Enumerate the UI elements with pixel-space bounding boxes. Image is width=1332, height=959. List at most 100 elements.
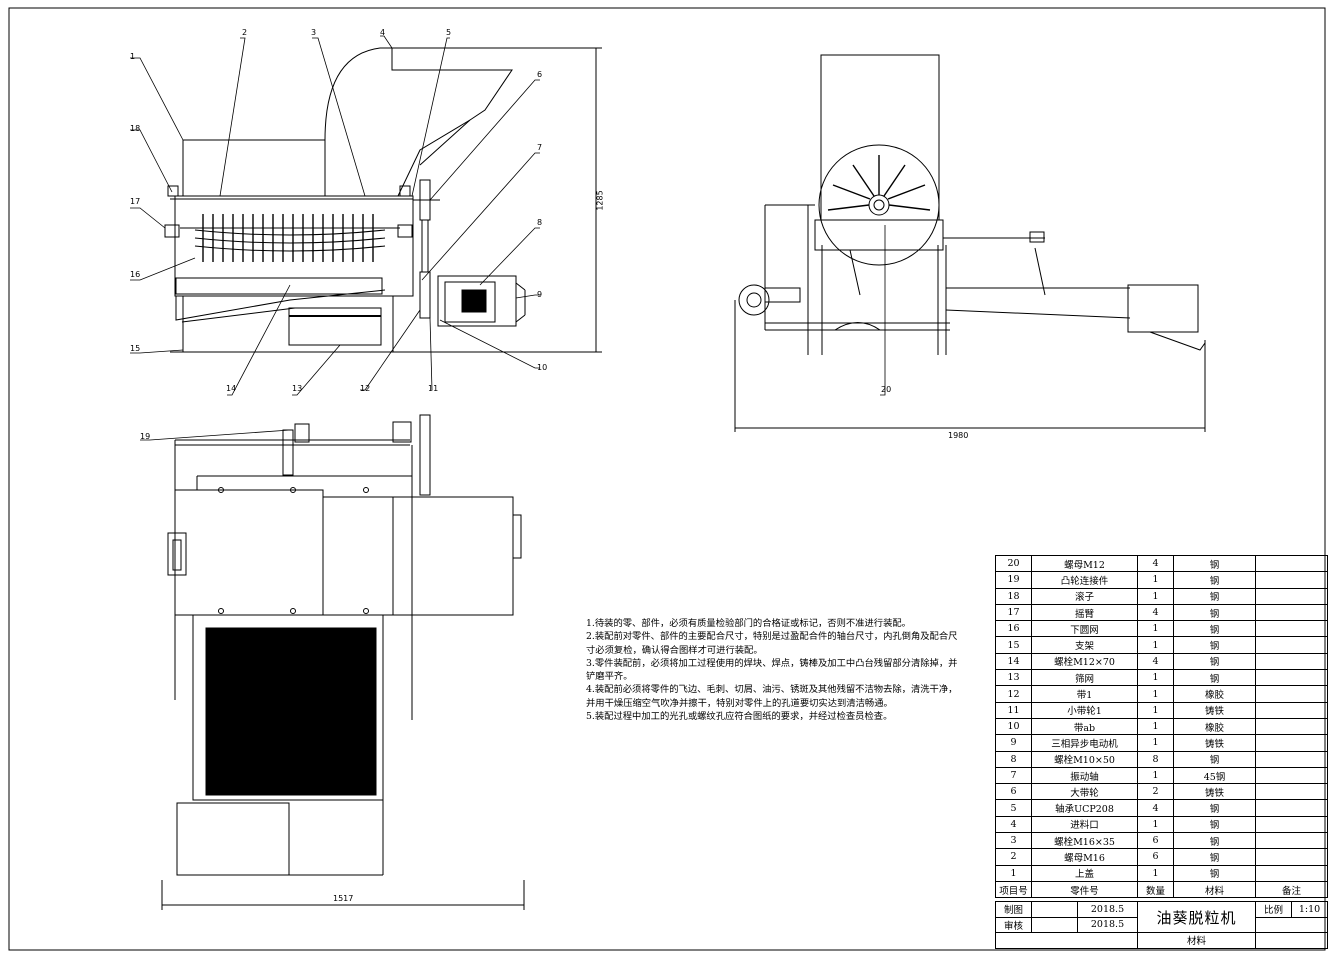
parts-list-cell-qty: 8 [1137,750,1174,768]
parts-list-header: 项目号 零件号 数量 材料 备注 [995,880,1328,899]
parts-list-cell-note [1255,864,1328,882]
callout-4: 4 [380,28,386,37]
callout-9: 9 [537,290,543,299]
parts-list-cell-no: 11 [995,701,1032,719]
header-no: 项目号 [995,880,1032,899]
note-1: 1.待装的零、部件，必须有质量检验部门的合格证或标记，否则不准进行装配。 [586,618,911,629]
parts-list-cell-material: 钢 [1173,799,1256,817]
callout-20: 20 [881,385,892,394]
header-name: 零件号 [1031,880,1138,899]
parts-list-cell-note [1255,620,1328,638]
parts-list-cell-qty: 1 [1137,685,1174,703]
callout-8: 8 [537,218,543,227]
callout-13: 13 [292,384,303,393]
header-material: 材料 [1173,880,1256,899]
parts-list-cell-no: 18 [995,587,1032,605]
parts-list-cell-qty: 1 [1137,717,1174,736]
parts-list-cell-qty: 1 [1137,587,1174,605]
note-5: 5.装配过程中加工的光孔或螺纹孔应符合图纸的要求，并经过检查员检查。 [586,711,893,723]
parts-list-cell-no: 9 [995,734,1032,752]
parts-list-cell-qty: 4 [1137,652,1174,671]
parts-list-cell-material: 钢 [1173,832,1256,850]
top-view [140,415,524,910]
parts-list-cell-material: 钢 [1173,669,1256,687]
parts-list-cell-name: 螺栓M12×70 [1031,652,1138,671]
parts-list-cell-material: 钢 [1173,571,1256,589]
parts-list-cell-no: 7 [995,766,1032,785]
header-qty: 数量 [1137,880,1174,899]
parts-list-cell-no: 8 [995,750,1032,768]
note-4: 4.装配前必须将零件的飞边、毛刺、切屑、油污、锈斑及其他残留不洁物去除，清洗干净… [586,684,958,709]
parts-list-cell-name: 筛网 [1031,669,1138,687]
callout-12: 12 [360,384,371,393]
callout-11: 11 [428,384,439,393]
dimension-width-front: 1517 [333,894,354,903]
callout-1: 1 [130,52,136,61]
parts-list-cell-material: 钢 [1173,848,1256,866]
dimension-height: 1285 [595,190,605,211]
parts-list-cell-qty: 1 [1137,815,1174,834]
sheet-border [9,8,1325,950]
parts-list-cell-note [1255,766,1328,785]
parts-list-cell-note [1255,603,1328,622]
material-label: 材料 [1137,932,1256,949]
parts-list-cell-no: 1 [995,864,1032,882]
parts-list-cell-name: 三相异步电动机 [1031,734,1138,752]
callout-5: 5 [446,28,452,37]
parts-list-cell-material: 钢 [1173,750,1256,768]
callout-7: 7 [537,143,543,152]
parts-list-cell-material: 45钢 [1173,766,1256,785]
parts-list-cell-name: 滚子 [1031,587,1138,605]
parts-list-cell-name: 振动轴 [1031,766,1138,785]
parts-list-cell-name: 下圆网 [1031,620,1138,638]
parts-list-cell-note [1255,587,1328,605]
parts-list-cell-note [1255,848,1328,866]
drawn-date: 2018.5 [1077,901,1138,918]
parts-list-cell-material: 铸铁 [1173,734,1256,752]
parts-list-cell-no: 16 [995,620,1032,638]
checked-label: 审核 [995,916,1032,934]
callout-15: 15 [130,344,141,353]
parts-list-cell-qty: 4 [1137,799,1174,817]
callout-2: 2 [242,28,248,37]
parts-list-cell-no: 5 [995,799,1032,817]
parts-list-cell-material: 钢 [1173,603,1256,622]
dimension-width-side: 1980 [948,431,969,440]
callout-14: 14 [226,384,237,393]
parts-list-cell-note [1255,750,1328,768]
parts-list-cell-note [1255,636,1328,654]
parts-list-cell-qty: 6 [1137,848,1174,866]
title-block: 制图 2018.5 油葵脱粒机 比例 1:10 审核 2018.5 材料 [995,900,1328,949]
parts-list-cell-no: 14 [995,652,1032,671]
parts-list-cell-qty: 1 [1137,864,1174,882]
parts-list-cell-note [1255,815,1328,834]
drawn-label: 制图 [995,901,1032,918]
parts-list-cell-no: 13 [995,669,1032,687]
parts-list-cell-material: 钢 [1173,620,1256,638]
parts-list-cell-material: 钢 [1173,636,1256,654]
parts-list-cell-no: 15 [995,636,1032,654]
callout-17: 17 [130,197,141,206]
parts-list-cell-material: 橡胶 [1173,717,1256,736]
parts-list-cell-name: 螺母M16 [1031,848,1138,866]
parts-list-cell-note [1255,783,1328,801]
parts-list-cell-note [1255,554,1328,573]
parts-list-cell-note [1255,799,1328,817]
parts-list-cell-note [1255,685,1328,703]
